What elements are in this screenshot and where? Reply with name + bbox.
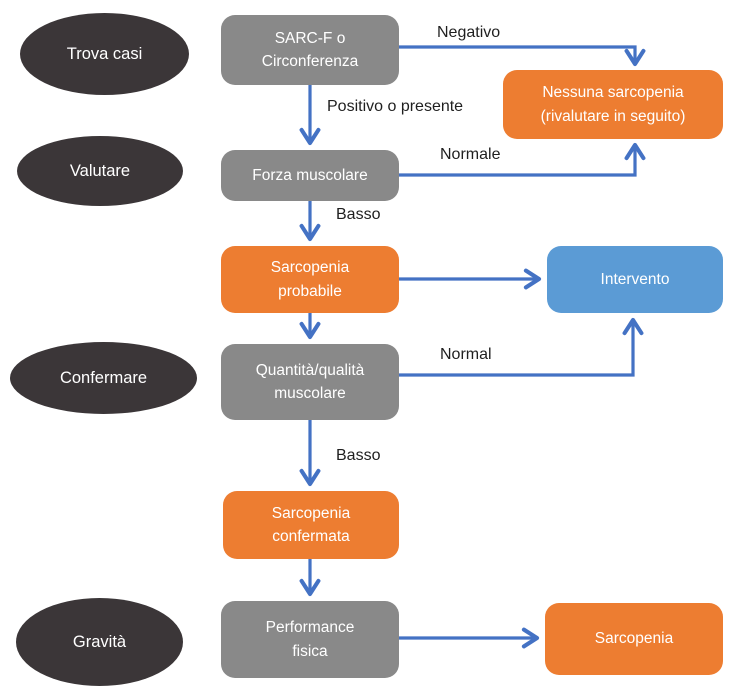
node-label: Performance fisica bbox=[265, 619, 355, 660]
node-intervento: Intervento bbox=[547, 246, 723, 313]
node-sarcf: SARC-F o Circonferenza bbox=[221, 15, 399, 85]
stage-label: Valutare bbox=[69, 161, 131, 180]
edge-label-normal: Normal bbox=[440, 346, 492, 363]
node-label: Sarcopenia bbox=[594, 630, 674, 648]
edge-quantita-intervento bbox=[399, 317, 644, 377]
edge-label-positivo: Positivo o presente bbox=[327, 98, 464, 115]
node-sarcopenia-probabile: Sarcopenia probabile bbox=[221, 246, 399, 313]
stage-confermare: Confermare bbox=[10, 342, 197, 414]
node-label: Sarcopenia confermata bbox=[271, 504, 351, 545]
node-sarcopenia-confermata: Sarcopenia confermata bbox=[223, 491, 399, 559]
node-label: Sarcopenia probabile bbox=[270, 259, 350, 300]
stage-label: Trova casi bbox=[66, 44, 143, 63]
stage-label: Gravità bbox=[72, 632, 127, 651]
node-label: Intervento bbox=[600, 270, 670, 288]
edge-label-normale: Normale bbox=[440, 146, 501, 163]
edge-forza-nessuna bbox=[399, 142, 646, 177]
node-performance-fisica: Performance fisica bbox=[221, 601, 399, 678]
stage-label: Confermare bbox=[59, 368, 148, 387]
edge-label-basso-1: Basso bbox=[336, 206, 381, 223]
node-label: SARC-F o Circonferenza bbox=[261, 29, 359, 70]
edge-label-negativo: Negativo bbox=[437, 24, 501, 41]
edge-sarcf-nessuna bbox=[399, 45, 646, 67]
stage-valutare: Valutare bbox=[17, 136, 183, 206]
node-sarcopenia-final: Sarcopenia bbox=[545, 603, 723, 675]
node-label: Forza muscolare bbox=[252, 166, 368, 184]
stage-gravita: Gravità bbox=[16, 598, 183, 686]
stage-trova-casi: Trova casi bbox=[20, 13, 189, 95]
node-forza-muscolare: Forza muscolare bbox=[221, 150, 399, 201]
node-label: Nessuna sarcopenia (rivalutare in seguit… bbox=[540, 84, 686, 125]
node-nessuna-sarcopenia: Nessuna sarcopenia (rivalutare in seguit… bbox=[503, 70, 723, 139]
node-label: Quantità/qualità muscolare bbox=[255, 361, 365, 402]
node-quantita-qualita: Quantità/qualità muscolare bbox=[221, 344, 399, 420]
edge-label-basso-2: Basso bbox=[336, 447, 381, 464]
